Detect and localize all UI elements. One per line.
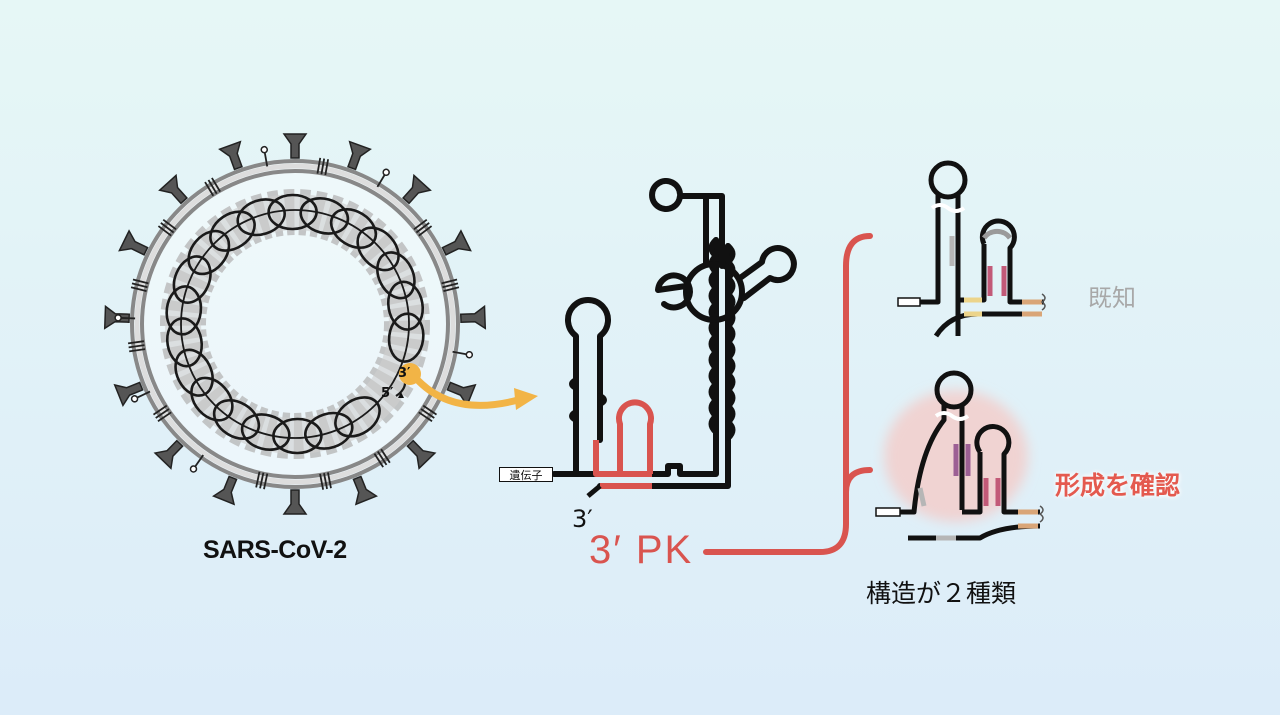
rna-coil-loop — [299, 197, 350, 235]
rna-coil-loop — [212, 399, 261, 440]
rna-coil-loop — [376, 251, 416, 300]
rna-3end-tail — [586, 484, 602, 498]
rna-coil-loop — [240, 413, 291, 451]
rna-coil-loop — [386, 280, 425, 331]
pointer-arrow — [514, 388, 538, 410]
rna-coil-loop — [165, 317, 204, 368]
structure-count-caption: 構造が２種類 — [866, 579, 1017, 608]
known-structure-label: 既知 — [1088, 284, 1136, 312]
pseudoknot-label: 3′ PK — [589, 528, 694, 572]
rna-coil-loop — [190, 376, 234, 422]
rna-3end-label: 3′ — [572, 505, 593, 533]
structure-known — [900, 160, 1044, 338]
rna-3end-highlight — [395, 363, 538, 410]
rna-coil-loop — [272, 417, 323, 455]
rna-coil-loop — [387, 312, 425, 363]
rna-coil-loop — [304, 411, 354, 450]
three-prime-label: 3′ — [398, 366, 411, 381]
rna-genome-coil — [165, 193, 425, 455]
pseudoknot-highlight — [593, 399, 654, 489]
connector-bracket — [703, 233, 873, 555]
virus-particle — [103, 133, 487, 515]
rna-coil-loop — [334, 396, 381, 438]
rna-coil-loop — [165, 285, 203, 336]
gene-tag: 遺伝子 — [499, 467, 553, 482]
rna-coil-loop — [174, 348, 214, 397]
rna-coil-loop — [329, 208, 378, 249]
rna-coil-loop — [172, 255, 212, 304]
rna-coil-loop — [209, 210, 256, 252]
rna-coil-loop — [356, 226, 400, 272]
rna-coil-loop — [267, 193, 318, 231]
confirmed-structure-label: 形成を確認 — [1055, 471, 1181, 500]
rna-secondary-structure — [551, 178, 797, 489]
rna-coil-loop — [187, 229, 231, 276]
structure-known-colors — [897, 228, 1042, 317]
structure-confirmed — [875, 370, 1041, 541]
virus-name-label: SARS-CoV-2 — [203, 536, 347, 564]
rna-coil-loop — [236, 198, 286, 237]
five-prime-label: 5′ — [381, 386, 394, 401]
